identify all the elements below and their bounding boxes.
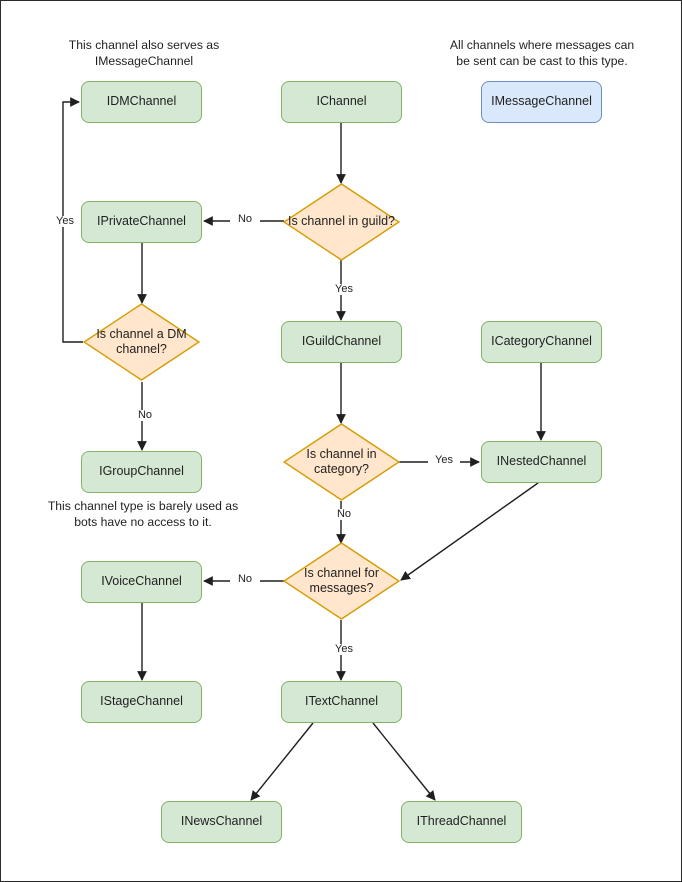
node-inewschannel[interactable]: INewsChannel — [161, 801, 282, 843]
node-ichannel[interactable]: IChannel — [281, 81, 402, 123]
diamond-shape — [283, 183, 400, 261]
node-imessagechannel[interactable]: IMessageChannel — [481, 81, 602, 123]
edge-itextchannel-to-ithreadchannel — [372, 722, 436, 801]
node-inestedchannel[interactable]: INestedChannel — [481, 441, 602, 483]
edge-label-messages-yes: Yes — [328, 644, 360, 655]
node-iprivatechannel[interactable]: IPrivateChannel — [81, 201, 202, 243]
edge-inestedchannel-to-messages — [400, 482, 539, 581]
note-message-channel: All channels where messages can be sent … — [449, 38, 635, 69]
node-idmchannel[interactable]: IDMChannel — [81, 81, 202, 123]
node-ithreadchannel[interactable]: IThreadChannel — [401, 801, 522, 843]
edge-itextchannel-to-inewschannel — [250, 722, 314, 801]
edge-label-dm-no: No — [131, 410, 159, 421]
node-is-channel-in-guild[interactable]: Is channel in guild? — [283, 183, 400, 261]
edge-label-messages-no: No — [230, 574, 260, 585]
edge-label-category-no: No — [330, 509, 358, 520]
node-igroupchannel[interactable]: IGroupChannel — [81, 451, 202, 493]
node-icategorychannel[interactable]: ICategoryChannel — [481, 321, 602, 363]
edge-label-guild-no: No — [230, 214, 260, 225]
node-is-channel-a-dm-channel[interactable]: Is channel a DM channel? — [83, 303, 200, 381]
node-iguildchannel[interactable]: IGuildChannel — [281, 321, 402, 363]
edge-label-category-yes: Yes — [428, 455, 460, 466]
edge-label-dm-yes: Yes — [49, 216, 81, 227]
diamond-shape — [283, 542, 400, 620]
diamond-shape — [283, 423, 400, 501]
node-ivoicechannel[interactable]: IVoiceChannel — [81, 561, 202, 603]
note-dm-channel: This channel also serves as IMessageChan… — [68, 38, 220, 69]
node-is-channel-for-messages[interactable]: Is channel for messages? — [283, 542, 400, 620]
edge-label-guild-yes: Yes — [328, 284, 360, 295]
diamond-shape — [83, 303, 200, 381]
node-itextchannel[interactable]: ITextChannel — [281, 681, 402, 723]
note-group-channel: This channel type is barely used as bots… — [47, 499, 239, 530]
node-istagechannel[interactable]: IStageChannel — [81, 681, 202, 723]
node-is-channel-in-category[interactable]: Is channel in category? — [283, 423, 400, 501]
